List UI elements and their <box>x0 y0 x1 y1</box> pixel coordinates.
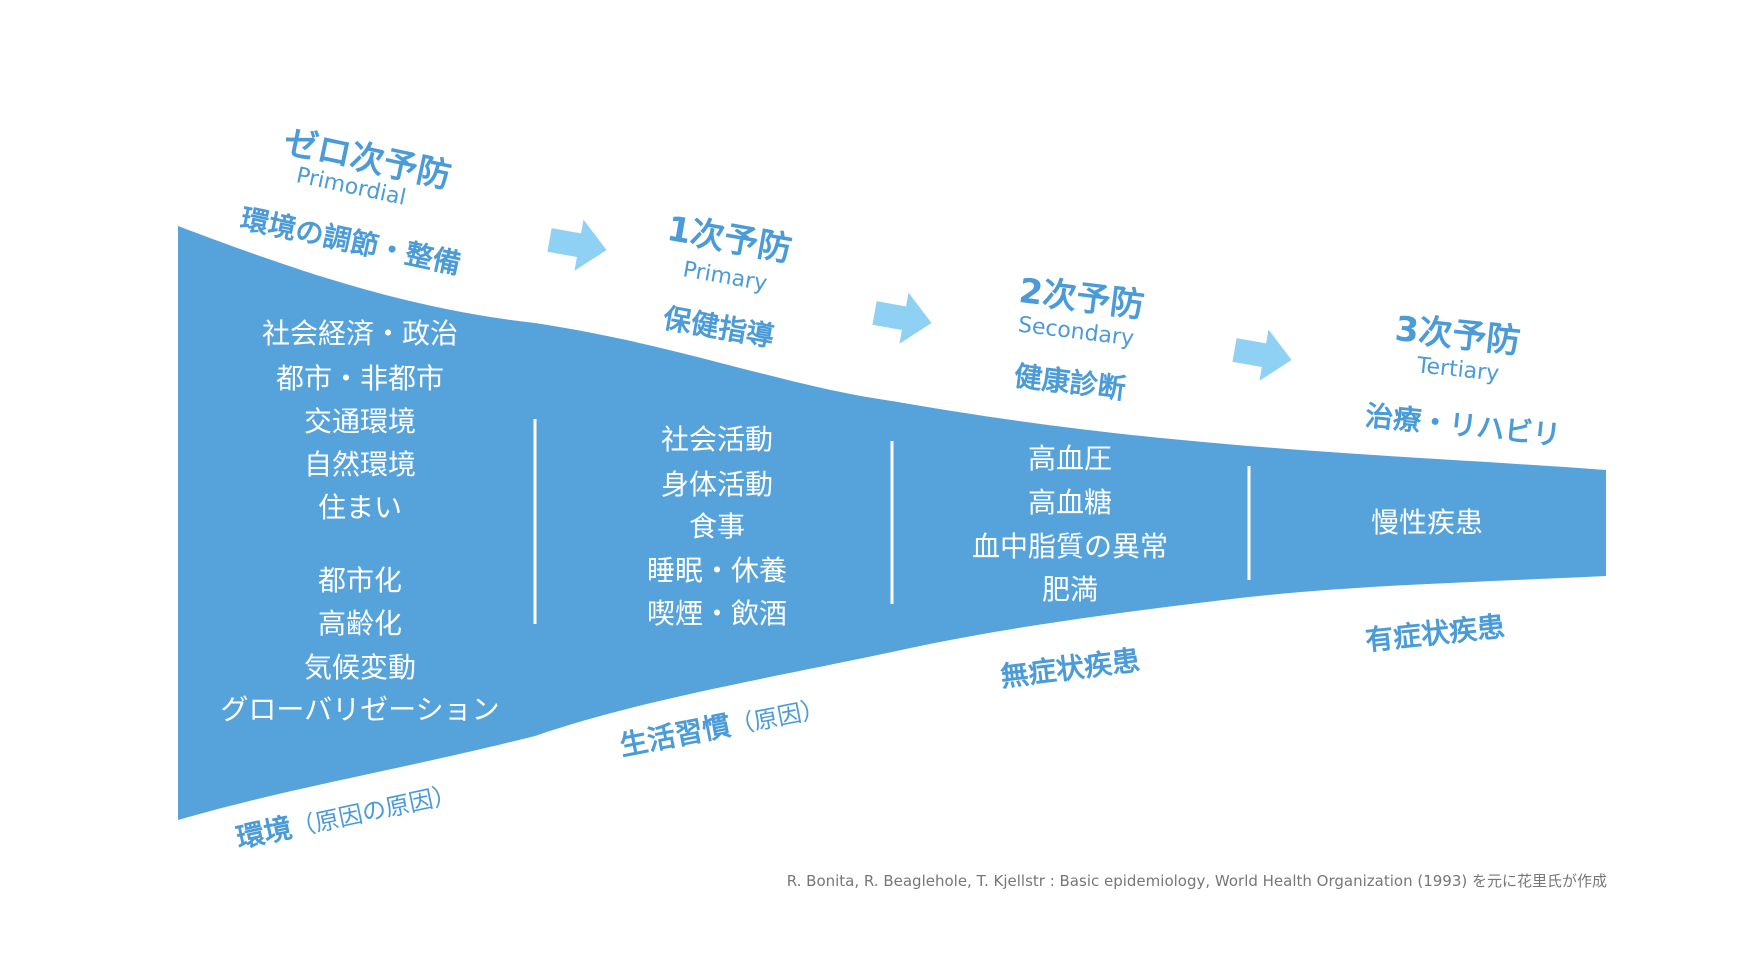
item: 喫煙・飲酒 <box>646 597 788 630</box>
item: 食事 <box>688 510 746 543</box>
item: 睡眠・休養 <box>646 554 788 587</box>
item: 血中脂質の異常 <box>971 530 1169 563</box>
item: グローバリゼーション <box>220 693 500 726</box>
arrow-right-icon <box>1232 329 1292 381</box>
citation: R. Bonita, R. Beaglehole, T. Kjellstr : … <box>786 872 1607 890</box>
item: 都市・非都市 <box>275 362 445 395</box>
item: 社会経済・政治 <box>261 317 459 350</box>
item: 社会活動 <box>660 423 774 456</box>
item: 気候変動 <box>303 651 417 684</box>
item: 高血糖 <box>1027 486 1113 519</box>
item: 自然環境 <box>303 448 417 481</box>
item: 肥満 <box>1041 573 1099 606</box>
item: 慢性疾患 <box>1370 506 1484 539</box>
item: 身体活動 <box>660 468 774 501</box>
item: 高齢化 <box>317 607 403 640</box>
item: 交通環境 <box>303 405 417 438</box>
item: 都市化 <box>317 564 403 597</box>
item: 高血圧 <box>1027 442 1113 475</box>
arrow-right-icon <box>547 219 607 271</box>
item: 住まい <box>317 491 403 524</box>
arrow-right-icon <box>872 292 932 344</box>
